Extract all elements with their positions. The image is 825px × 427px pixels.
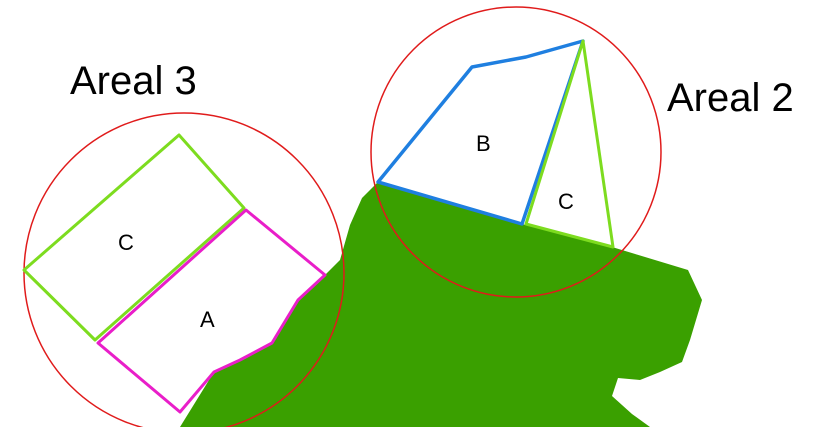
region-label-c-areal-2: C: [558, 189, 574, 214]
areal-3-title: Areal 3: [70, 59, 197, 103]
region-label-b-areal-2: B: [476, 131, 491, 156]
land-shape: [180, 182, 702, 427]
region-b-areal-2: [376, 39, 585, 226]
region-a-areal-3: [96, 208, 327, 414]
region-c-areal-2: [524, 39, 615, 249]
areal-2-title: Areal 2: [667, 76, 794, 120]
areal-3-circle: [23, 112, 345, 427]
areal-2-circle: [370, 6, 662, 298]
region-c-areal-3: [22, 133, 246, 342]
region-label-a-areal-3: A: [200, 307, 215, 332]
region-label-c-areal-3: C: [118, 230, 134, 255]
